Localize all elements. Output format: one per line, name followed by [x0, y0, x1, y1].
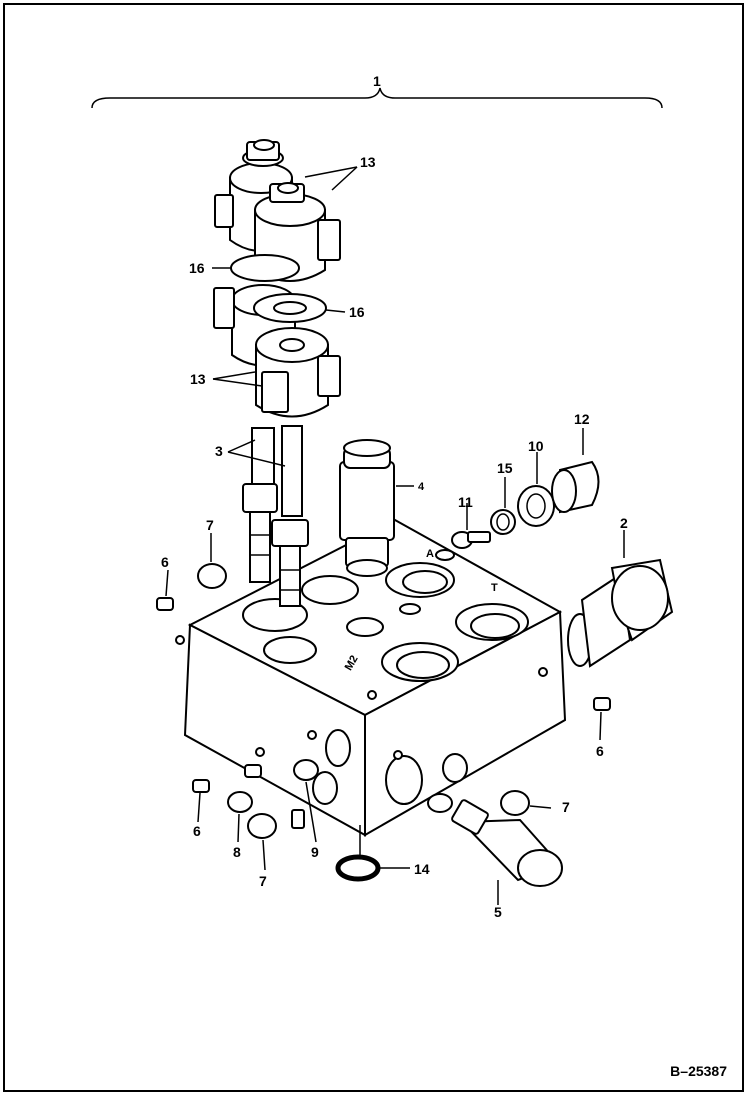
o-ring-14: [335, 854, 381, 882]
cartridge-valve-4: [339, 439, 395, 577]
label-part-9: 9: [311, 844, 319, 860]
label-part-7-right: 7: [562, 799, 570, 815]
label-part-10: 10: [528, 438, 544, 454]
label-part-15: 15: [497, 460, 513, 476]
label-part-12: 12: [574, 411, 590, 427]
plugs-and-fittings: [156, 563, 611, 839]
relief-valve-2: [567, 558, 674, 668]
assembly-brace: [91, 87, 663, 109]
label-part-6-right: 6: [596, 743, 604, 759]
solenoid-valve-cartridges: [242, 425, 309, 607]
label-part-14: 14: [414, 861, 430, 877]
leader-lines: [165, 166, 625, 905]
diagram-frame: [3, 3, 744, 1092]
drawing-reference-number: B–25387: [670, 1063, 727, 1079]
label-part-16-right: 16: [349, 304, 365, 320]
cartridge-valve-5: [427, 793, 563, 887]
port-label-a: A: [426, 548, 434, 560]
label-part-16-left: 16: [189, 260, 205, 276]
label-part-3: 3: [215, 443, 223, 459]
port-label-t: T: [491, 582, 498, 594]
label-part-11: 11: [458, 494, 473, 510]
label-part-7-top: 7: [206, 517, 214, 533]
label-part-6-bottom: 6: [193, 823, 201, 839]
label-part-1: 1: [373, 73, 381, 89]
label-part-8: 8: [233, 844, 241, 860]
label-part-2: 2: [620, 515, 628, 531]
label-part-5: 5: [494, 904, 502, 920]
solenoid-coils: [213, 139, 341, 418]
valve-block: [175, 518, 567, 837]
check-valve-group: [451, 460, 600, 549]
label-part-6-left: 6: [161, 554, 169, 570]
label-part-4: 4: [418, 481, 425, 493]
label-part-7-bottom: 7: [259, 873, 267, 889]
label-part-13-top: 13: [360, 154, 376, 170]
label-part-13-bottom: 13: [190, 371, 206, 387]
